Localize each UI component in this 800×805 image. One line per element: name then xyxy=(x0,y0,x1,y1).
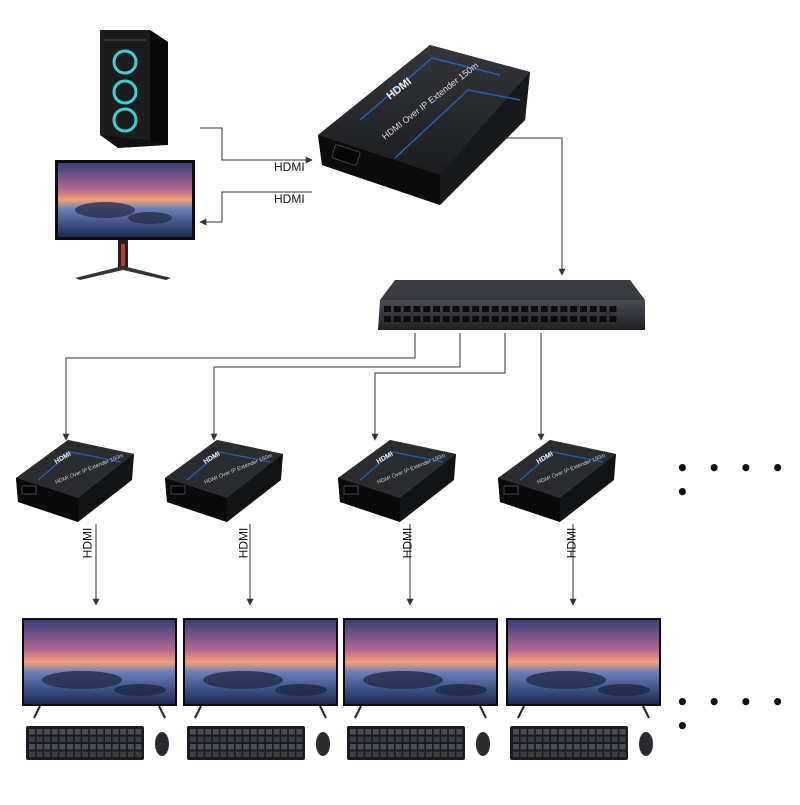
switch-port xyxy=(580,316,587,322)
switch-port xyxy=(599,306,607,312)
rx1-hdmi-label: HDMI xyxy=(80,527,95,559)
switch-port xyxy=(433,316,440,322)
mouse-icon xyxy=(476,732,490,756)
switch-port xyxy=(550,306,558,312)
rx4-hdmi-label: HDMI xyxy=(564,527,579,559)
switch-port xyxy=(550,316,558,322)
network-switch-device xyxy=(378,280,645,330)
switch-to-rx1-line xyxy=(62,333,416,441)
switch-port xyxy=(433,306,440,312)
switch-port xyxy=(452,306,460,312)
switch-port xyxy=(491,306,499,312)
mouse-icon xyxy=(155,732,169,756)
switch-port xyxy=(560,316,568,322)
switch-port xyxy=(482,306,489,312)
more-displays-indicator: • • • • • xyxy=(676,690,791,738)
switch-port xyxy=(384,316,391,322)
switch-port xyxy=(511,316,519,322)
switch-port xyxy=(540,306,548,312)
switch-port xyxy=(442,306,450,312)
switch-port xyxy=(521,306,529,312)
switch-port xyxy=(570,316,578,322)
switch-port xyxy=(501,306,509,312)
switch-port xyxy=(491,316,499,322)
switch-port xyxy=(403,306,411,312)
switch-port xyxy=(423,316,431,322)
hdmi-port-icon xyxy=(170,485,186,495)
switch-port xyxy=(580,306,587,312)
hdmi-out-label: HDMI xyxy=(274,192,305,206)
rx3-hdmi-label: HDMI xyxy=(400,527,415,559)
switch-port xyxy=(540,316,548,322)
connection-lines xyxy=(62,127,577,606)
display-station xyxy=(183,618,338,760)
switch-port xyxy=(413,306,421,312)
mouse-icon xyxy=(316,732,330,756)
pc-to-transmitter-line xyxy=(200,127,313,164)
switch-ports xyxy=(384,306,617,322)
rx2-hdmi-label: HDMI xyxy=(236,527,251,559)
hdmi-port-icon xyxy=(343,485,359,495)
switch-port xyxy=(531,306,538,312)
switch-port xyxy=(462,306,470,312)
displays-group xyxy=(22,618,661,760)
switch-port xyxy=(403,316,411,322)
switch-port xyxy=(384,306,391,312)
switch-port xyxy=(560,306,568,312)
switch-port xyxy=(472,306,480,312)
display-station xyxy=(22,618,177,760)
switch-port xyxy=(462,316,470,322)
switch-port xyxy=(589,306,597,312)
switch-port xyxy=(442,316,450,322)
transmitter-to-monitor-line xyxy=(199,191,312,226)
switch-port xyxy=(521,316,529,322)
transmitter-device: HDMI HDMI Over IP Extender 150m xyxy=(318,45,530,205)
switch-port xyxy=(393,316,401,322)
switch-port xyxy=(393,306,401,312)
switch-to-rx3-line xyxy=(371,333,506,441)
switch-port xyxy=(570,306,578,312)
switch-port xyxy=(609,316,617,322)
mouse-icon xyxy=(639,732,653,756)
switch-to-rx2-line xyxy=(210,333,461,441)
pc-tower-icon xyxy=(100,30,168,148)
hdmi-port-icon xyxy=(503,485,519,495)
display-station xyxy=(343,618,498,760)
switch-port xyxy=(413,316,421,322)
switch-port xyxy=(599,316,607,322)
switch-port xyxy=(511,306,519,312)
switch-port xyxy=(589,316,597,322)
switch-port xyxy=(501,316,509,322)
hdmi-in-label: HDMI xyxy=(274,160,305,174)
hdmi-port-icon xyxy=(21,485,37,495)
local-monitor-icon xyxy=(55,160,195,280)
transmitter-to-switch-line xyxy=(505,137,566,276)
switch-port xyxy=(609,306,617,312)
more-receivers-indicator: • • • • • xyxy=(676,456,791,504)
switch-port xyxy=(531,316,538,322)
switch-port xyxy=(482,316,489,322)
display-station xyxy=(506,618,661,760)
switch-port xyxy=(423,306,431,312)
switch-port xyxy=(452,316,460,322)
switch-port xyxy=(472,316,480,322)
